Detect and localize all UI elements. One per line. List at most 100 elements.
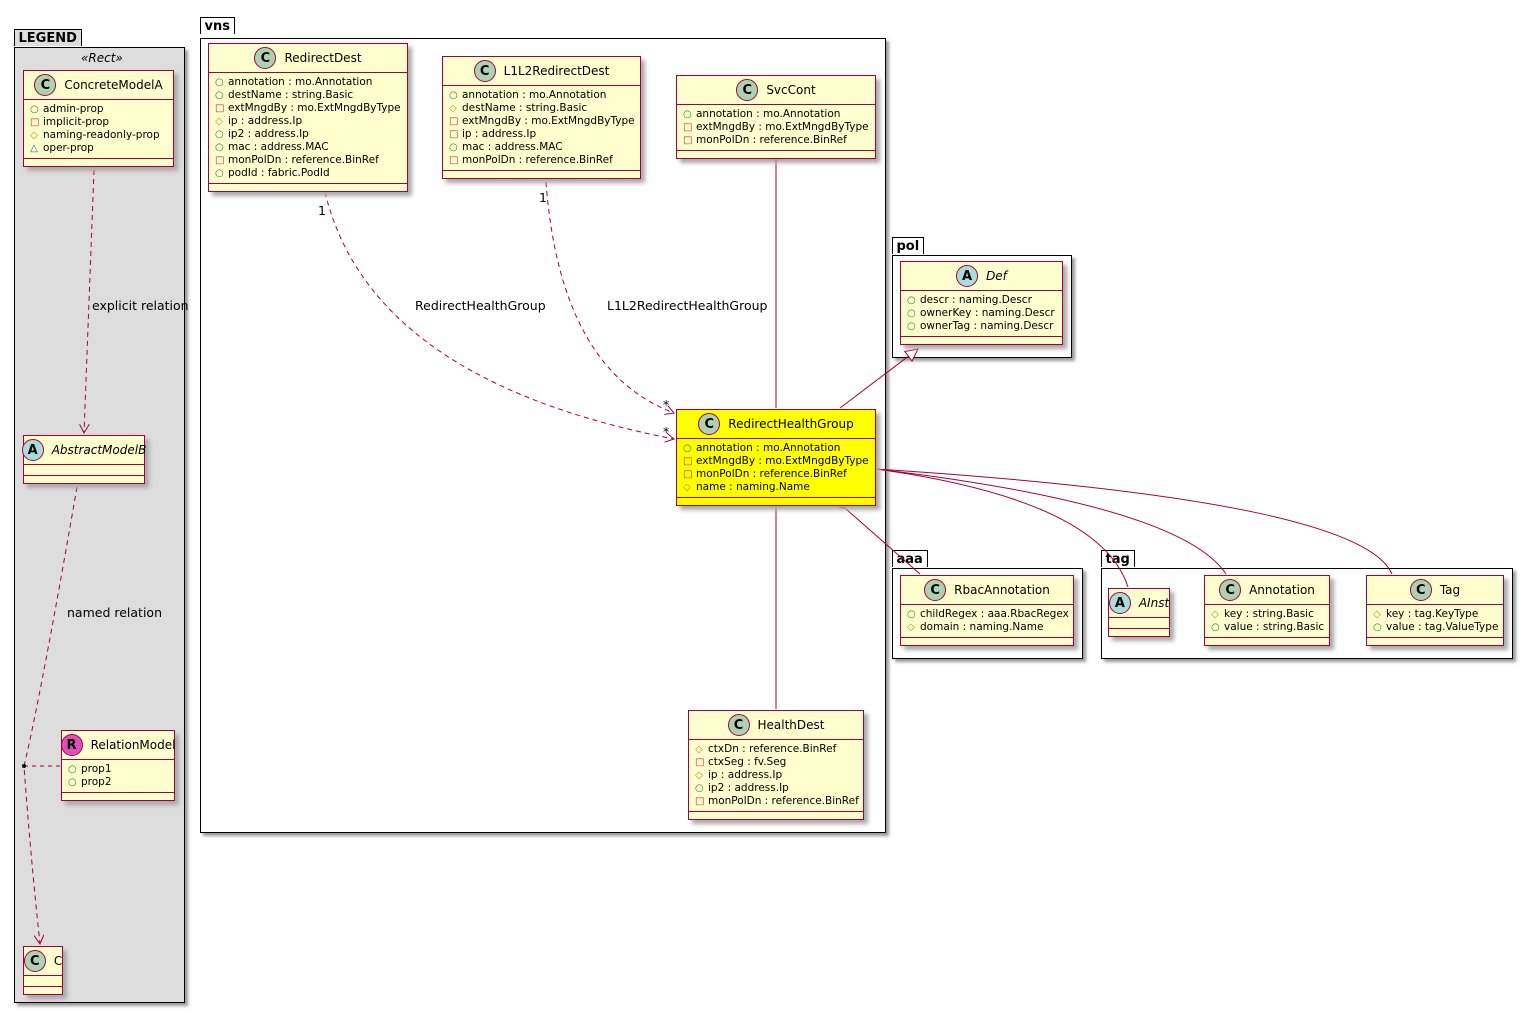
visibility-icon: □ [215,155,225,166]
class-name: AInst [1138,596,1170,610]
class-operations [1109,629,1169,636]
class-icon: C [1409,579,1432,601]
explicit-relation-edge [84,169,95,433]
attribute-text: descr : naming.Descr [920,294,1032,306]
attribute-row: ◇domain : naming.Name [907,621,1067,634]
attribute-text: implicit-prop [43,116,110,128]
attribute-text: ownerTag : naming.Descr [920,320,1054,332]
package-tag: tag [1100,550,1513,659]
attribute-text: extMngdBy : mo.ExtMngdByType [462,115,635,127]
visibility-icon: □ [683,135,693,146]
visibility-icon: □ [449,129,459,140]
def-inheritance [839,349,918,409]
attribute-row: ○prop1 [68,763,168,776]
annotation-composition [864,464,1227,575]
package-vns-tab: vns [199,17,235,34]
class-operations [901,638,1073,645]
visibility-icon: ◇ [695,744,703,755]
attribute-row: ◇name : naming.Name [683,481,869,494]
attribute-text: destName : string.Basic [462,102,588,114]
attribute-row: □extMngdBy : mo.ExtMngdByType [683,121,869,134]
class-icon: C [254,47,277,69]
visibility-icon: ◇ [695,770,703,781]
visibility-icon: ○ [215,90,224,101]
attribute-row: □extMngdBy : mo.ExtMngdByType [215,102,401,115]
visibility-icon: ◇ [1373,609,1381,620]
visibility-icon: ○ [1373,622,1382,633]
attribute-text: value : tag.ValueType [1386,621,1499,633]
attribute-row: ○annotation : mo.Annotation [215,76,401,89]
attribute-row: ◇destName : string.Basic [449,102,634,115]
multiplicity-star: * [663,397,670,412]
class-name: ConcreteModelA [64,78,163,92]
attribute-text: destName : string.Basic [228,89,354,101]
attribute-text: prop2 [81,776,112,788]
attribute-row: ○podId : fabric.PodId [215,167,401,180]
class-attributes: ○annotation : mo.Annotation◇destName : s… [443,86,640,171]
package-aaa-tab: aaa [891,550,928,567]
class-operations [677,498,875,505]
attribute-row: ◇key : tag.KeyType [1373,608,1497,621]
l1l2redirectdest-edge [545,181,674,413]
redirectdest-edge [324,191,674,439]
named-relation-label: named relation [67,605,162,620]
attribute-row: ○ value : tag.ValueType [1373,621,1499,634]
attribute-row: ○prop2 [68,776,168,789]
class-icon: C [473,60,496,82]
class-icon: C [23,950,46,972]
attribute-text: ip : address.Ip [228,115,303,127]
visibility-icon: ◇ [215,116,223,127]
class-attributes: ◇ctxDn : reference.BinRef□ctxSeg : fv.Se… [689,740,863,812]
attribute-row: ○annotation : mo.Annotation [683,442,869,455]
class-tag[interactable]: C Tag ◇key : tag.KeyType○ value : tag.Value… [1366,575,1504,646]
class-name: AbstractModelB [51,443,147,457]
class-icon: C [1219,579,1242,601]
class-operations [209,184,407,191]
visibility-icon: □ [695,796,705,807]
visibility-icon: ○ [215,77,224,88]
attribute-row: △oper-prop [30,142,167,155]
attribute-text: monPolDn : reference.BinRef [228,154,379,166]
class-header: C Tag [1367,576,1503,605]
class-operations [1367,638,1503,645]
attribute-text: annotation : mo.Annotation [696,442,841,454]
visibility-icon: □ [449,116,459,127]
attribute-text: oper-prop [43,142,94,154]
attribute-row: ○descr : naming.Descr [907,294,1056,307]
attribute-row: □ip : address.Ip [449,128,634,141]
class-name: RelationModel [90,738,176,752]
class-name: Tag [1439,583,1461,597]
class-attributes [1109,618,1169,629]
attribute-row: ◇ ip : address.Ip [215,115,401,128]
attribute-text: extMngdBy : mo.ExtMngdByType [228,102,401,114]
attribute-row: ○ownerTag : naming.Descr [907,320,1056,333]
attribute-text: ip : address.Ip [462,128,537,140]
visibility-icon: □ [449,155,459,166]
attribute-text: name : naming.Name [696,481,810,493]
package-pol-tab: pol [891,237,925,254]
class-name: RbacAnnotation [954,583,1050,597]
class-operations [677,151,875,158]
attribute-row: □monPolDn : reference.BinRef [449,154,634,167]
attribute-row: ○annotation : mo.Annotation [683,108,869,121]
class-attributes: ○annotation : mo.Annotation□extMngdBy : … [677,439,875,498]
multiplicity-1: 1 [539,190,547,205]
attribute-row: ◇ctxDn : reference.BinRef [695,743,857,756]
attribute-row: □implicit-prop [30,116,167,129]
